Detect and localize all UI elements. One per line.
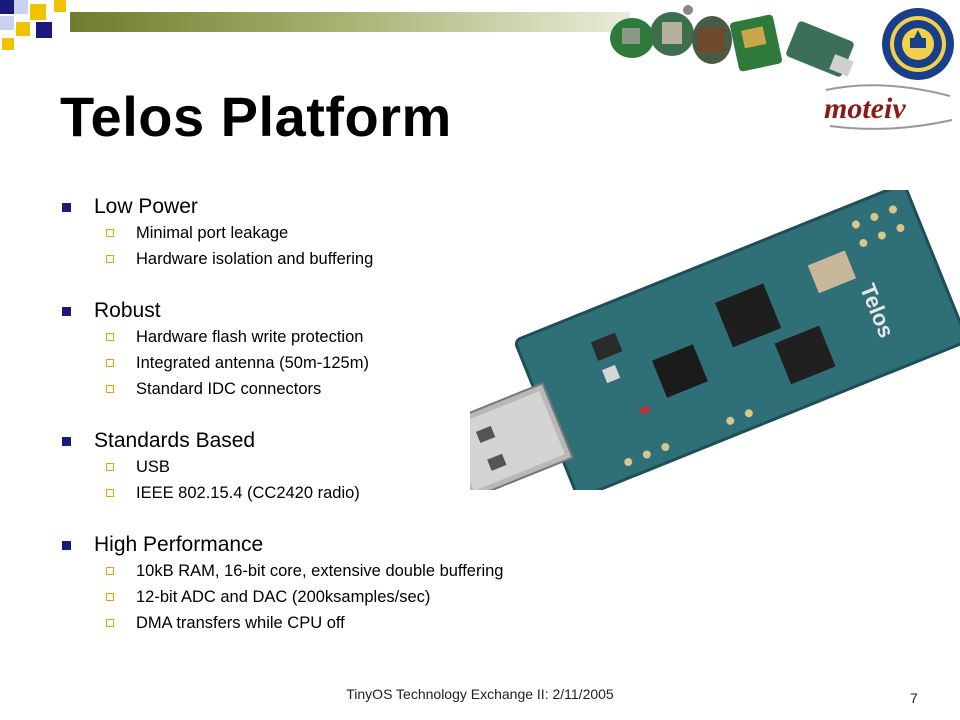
moteiv-logo: moteiv: [824, 84, 953, 130]
section-heading: High Performance: [94, 533, 264, 556]
list-item: IEEE 802.15.4 (CC2420 radio): [136, 484, 360, 502]
corner-square-light: [0, 16, 14, 30]
section-heading: Standards Based: [94, 429, 256, 452]
mote-boards-image: [610, 5, 854, 77]
list-item: DMA transfers while CPU off: [136, 614, 345, 632]
top-gradient-bar: [70, 12, 630, 32]
square-bullet-icon: [62, 307, 71, 316]
hollow-square-bullet-icon: [106, 385, 114, 393]
hollow-square-bullet-icon: [106, 463, 114, 471]
hollow-square-bullet-icon: [106, 593, 114, 601]
section-standards-based: Standards Based USB IEEE 802.15.4 (CC242…: [60, 428, 660, 506]
list-item: Minimal port leakage: [136, 224, 289, 242]
corner-square-gold: [16, 22, 30, 36]
hollow-square-bullet-icon: [106, 333, 114, 341]
section-low-power: Low Power Minimal port leakage Hardware …: [60, 194, 660, 272]
list-item: Hardware isolation and buffering: [136, 250, 374, 268]
list-item: Standard IDC connectors: [136, 380, 322, 398]
svg-text:moteiv: moteiv: [824, 92, 906, 125]
section-heading: Low Power: [94, 195, 198, 218]
square-bullet-icon: [62, 203, 71, 212]
hollow-square-bullet-icon: [106, 229, 114, 237]
corner-square-light: [14, 0, 28, 14]
section-heading: Robust: [94, 299, 161, 322]
corner-square-gold: [54, 0, 66, 12]
square-bullet-icon: [62, 437, 71, 446]
hollow-square-bullet-icon: [106, 567, 114, 575]
corner-square-gold: [30, 4, 46, 20]
section-robust: Robust Hardware flash write protection I…: [60, 298, 660, 402]
section-high-performance: High Performance 10kB RAM, 16-bit core, …: [60, 532, 660, 636]
slide-title: Telos Platform: [60, 85, 452, 148]
corner-square-navy: [0, 0, 14, 14]
hollow-square-bullet-icon: [106, 619, 114, 627]
list-item: Hardware flash write protection: [136, 328, 364, 346]
hollow-square-bullet-icon: [106, 359, 114, 367]
bullet-list: Low Power Minimal port leakage Hardware …: [60, 194, 660, 636]
list-item: USB: [136, 458, 170, 476]
hollow-square-bullet-icon: [106, 255, 114, 263]
square-bullet-icon: [62, 541, 71, 550]
page-number: 7: [910, 690, 918, 706]
corner-square-navy: [36, 22, 52, 38]
telos-board-image: Telos: [470, 190, 960, 490]
corner-square-gold: [2, 38, 14, 50]
list-item: 12-bit ADC and DAC (200ksamples/sec): [136, 588, 431, 606]
hollow-square-bullet-icon: [106, 489, 114, 497]
slide-footer: TinyOS Technology Exchange II: 2/11/2005: [346, 686, 614, 702]
list-item: Integrated antenna (50m-125m): [136, 354, 369, 372]
uc-seal-icon: [882, 8, 954, 80]
list-item: 10kB RAM, 16-bit core, extensive double …: [136, 562, 504, 580]
